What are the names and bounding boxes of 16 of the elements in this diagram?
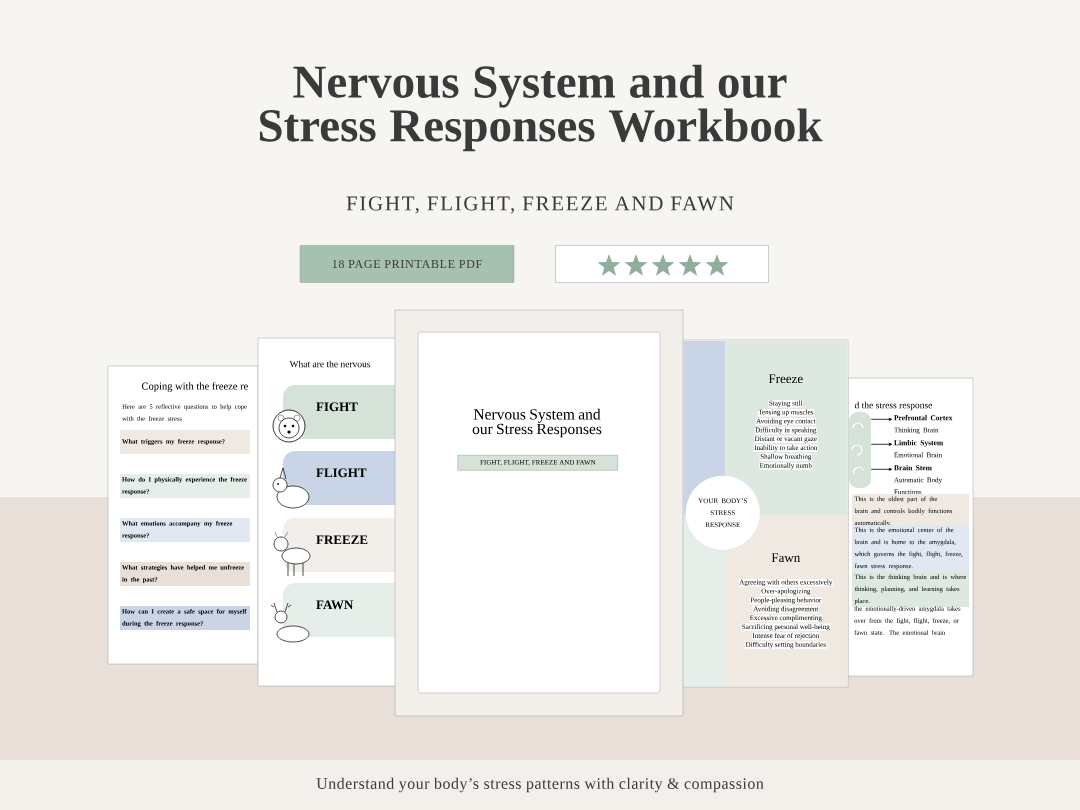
leader-arrow [870, 417, 893, 421]
page-heading: What are the nervous [289, 360, 371, 368]
page-heading: d the stress response [854, 401, 933, 411]
leader-arrow [870, 467, 893, 471]
subtitle: FIGHT, FLIGHT, FREEZE AND FAWN [346, 196, 734, 214]
stress-type-band: FAWN [283, 583, 395, 637]
quadrant-heading: Fawn [771, 553, 801, 563]
cover-title: Nervous System and our Stress Responses [472, 408, 602, 438]
page-heading: Coping with the freeze re [141, 382, 248, 392]
badge: 18 PAGE PRINTABLE PDF [299, 245, 515, 283]
leader-arrow [870, 442, 893, 446]
title: Nervous System and our Stress Responses Workbook [259, 64, 823, 152]
quadrant-heading: Freeze [768, 374, 803, 384]
brain-drawing [849, 412, 871, 488]
node-label: FREEZE [316, 535, 368, 545]
caption: Understand your body’s stress patterns with clarity & compassion [316, 777, 764, 793]
